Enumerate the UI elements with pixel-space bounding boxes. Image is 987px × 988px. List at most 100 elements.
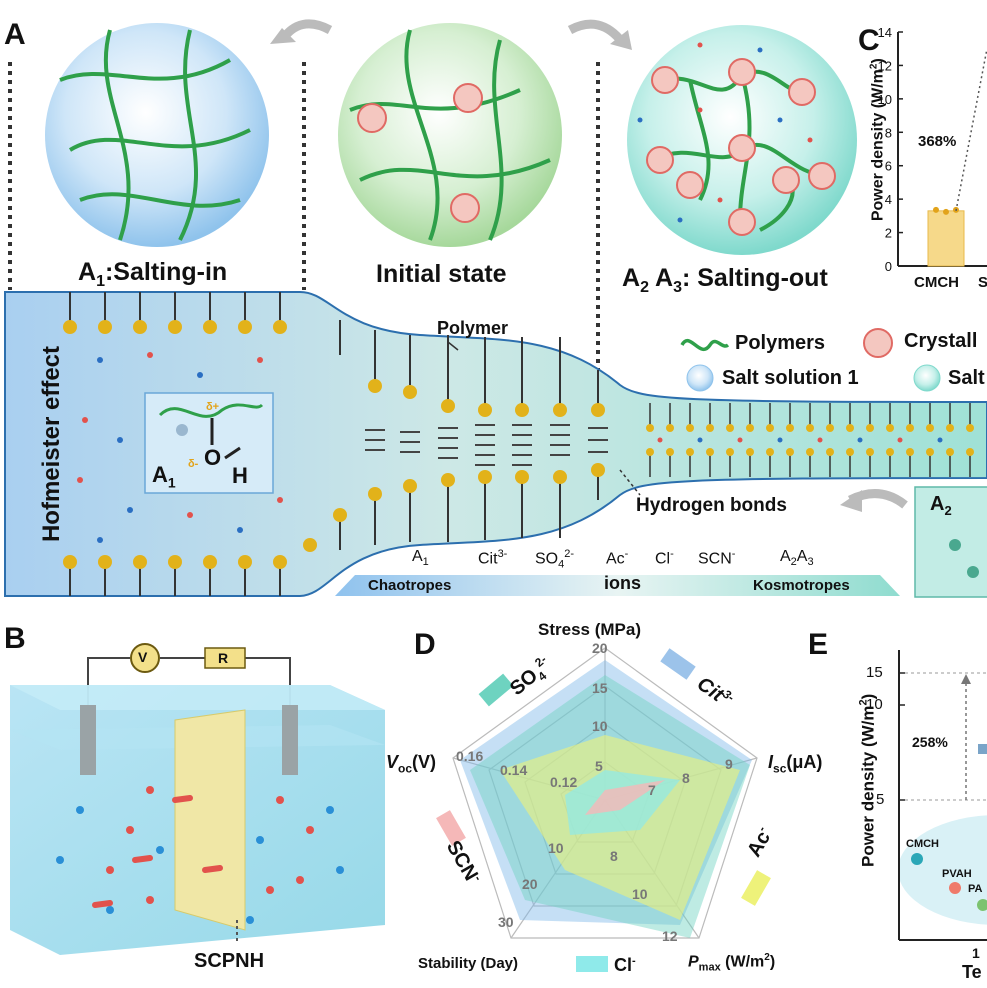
ion-cl: Cl- xyxy=(655,548,674,568)
ion-ac: Ac- xyxy=(606,548,629,568)
chart-c-trend xyxy=(955,48,987,211)
series-scn xyxy=(585,780,665,815)
chart-c-tick-label: 14 xyxy=(878,25,892,40)
pins-bottom xyxy=(63,555,287,596)
ion-so4: SO42- xyxy=(535,548,575,571)
chart-c-xtick-s: S xyxy=(978,274,987,291)
legend-polymer-icon xyxy=(680,339,730,352)
pins-narrow-heads xyxy=(646,424,974,456)
pins-middle-heads xyxy=(303,379,605,552)
chart-e-label-cmch: CMCH xyxy=(906,838,939,850)
legend-salt2: Salt xyxy=(948,367,985,389)
pins-narrow xyxy=(649,403,971,477)
tick-stress-20: 20 xyxy=(592,640,608,656)
legend-crystal: Crystall xyxy=(904,330,978,352)
label-scpnh: SCPNH xyxy=(194,950,265,972)
axis-stability: Stability (Day) xyxy=(418,955,519,972)
ion-cit: Cit3- xyxy=(478,548,508,568)
point-partial xyxy=(978,744,987,754)
tick-isc-8: 8 xyxy=(682,770,690,786)
legend-scn-swatch xyxy=(436,810,466,846)
sphere-salting-in xyxy=(45,23,269,247)
chart-e-ytick-15: 15 xyxy=(866,664,883,681)
axis-pmax: Pmax (W/m2) xyxy=(688,952,776,974)
chart-e-xtick-1: 1 xyxy=(972,945,980,961)
chart-d-radar xyxy=(436,647,771,972)
tick-isc-7: 7 xyxy=(648,782,656,798)
tick-isc-9: 9 xyxy=(725,756,733,772)
label-polymer: Polymer xyxy=(437,318,509,338)
label-hydrogen-bonds: Hydrogen bonds xyxy=(636,495,787,516)
panel-label-c: C xyxy=(858,24,880,57)
polymer-pointer xyxy=(447,341,459,351)
inset-delta-plus: δ+ xyxy=(206,401,220,413)
label-chaotropes: Chaotropes xyxy=(368,577,452,594)
inset-ion xyxy=(176,424,188,436)
tick-pmax-12: 12 xyxy=(662,928,678,944)
panel-label-d: D xyxy=(414,628,436,661)
panel-label-a: A xyxy=(4,18,26,51)
chart-c-tick-label: 0 xyxy=(885,259,892,274)
tick-voc-016: 0.16 xyxy=(456,748,484,764)
chart-c-tick-label: 10 xyxy=(878,92,892,107)
label-hofmeister: Hofmeister effect xyxy=(38,345,65,543)
sphere-initial xyxy=(338,23,562,247)
inset-a1-label: A1 xyxy=(152,462,176,491)
inset-o: O xyxy=(204,445,222,470)
panel-a-graphic xyxy=(4,19,987,598)
chart-c-tick-label: 4 xyxy=(885,192,892,207)
inset-delta-minus: δ- xyxy=(188,458,199,470)
resistor-label: R xyxy=(218,650,229,666)
panel-b-graphic xyxy=(10,643,385,955)
legend-salt2-icon xyxy=(913,364,941,392)
legend-salt1: Salt solution 1 xyxy=(722,367,859,389)
point-pa xyxy=(977,899,987,911)
legend-crystal-icon xyxy=(863,328,893,358)
voltmeter-label: V xyxy=(138,649,148,665)
axis-stress: Stress (MPa) xyxy=(538,620,641,639)
chart-c-tick-label: 6 xyxy=(885,159,892,174)
inset-h: H xyxy=(232,463,248,488)
label-salting-in: A1:Salting-in xyxy=(78,258,228,290)
tick-stab-20: 20 xyxy=(522,876,538,892)
channel xyxy=(4,291,987,597)
point-cmch xyxy=(911,853,923,865)
legend-cl: Cl- xyxy=(614,955,636,975)
chart-e-region xyxy=(898,815,987,925)
panel-label-e: E xyxy=(808,628,829,661)
chart-e-annotation: 258% xyxy=(912,734,948,750)
inset-polymer-line xyxy=(158,403,264,418)
chart-c-point xyxy=(933,206,939,213)
arrow-head-right xyxy=(610,30,632,50)
tick-pmax-10: 10 xyxy=(632,886,648,902)
inset-bond-2 xyxy=(224,446,241,460)
ions-bar xyxy=(335,575,900,596)
arrow-head-left xyxy=(270,28,296,44)
ion-scn: SCN- xyxy=(698,548,736,568)
legend-cl-swatch xyxy=(576,956,608,972)
legend-salt1-icon xyxy=(686,364,714,392)
ion-a1: A1 xyxy=(412,548,429,569)
label-ions: ions xyxy=(604,573,642,593)
ion-dots-narrow xyxy=(657,437,943,443)
label-initial-state: Initial state xyxy=(376,260,507,288)
label-kosmotropes: Kosmotropes xyxy=(753,577,850,594)
sphere-salting-out xyxy=(627,25,857,255)
inset-a2-label: A2 xyxy=(930,493,952,518)
panel-label-b: B xyxy=(4,622,26,655)
arrow-a2-head xyxy=(840,490,862,512)
point-pvah xyxy=(949,882,961,894)
ion-a2a3: A2A3 xyxy=(780,548,814,569)
voltmeter-icon xyxy=(130,643,160,673)
chart-e-xlabel: Te xyxy=(962,962,982,982)
inset-a2-ion-2 xyxy=(967,566,979,578)
chart-e-label-pvah: PVAH xyxy=(942,868,972,880)
chart-c-tick-label: 12 xyxy=(878,58,892,73)
chart-c-ylabel: Power density (W/m2) xyxy=(868,58,887,222)
chart-c-point xyxy=(943,208,949,215)
chart-c-annotation: 368% xyxy=(918,133,957,150)
axis-voc: Voc(V) xyxy=(386,752,437,776)
chart-c-bar-cmch xyxy=(927,210,965,267)
legend-ac-swatch xyxy=(741,870,771,906)
